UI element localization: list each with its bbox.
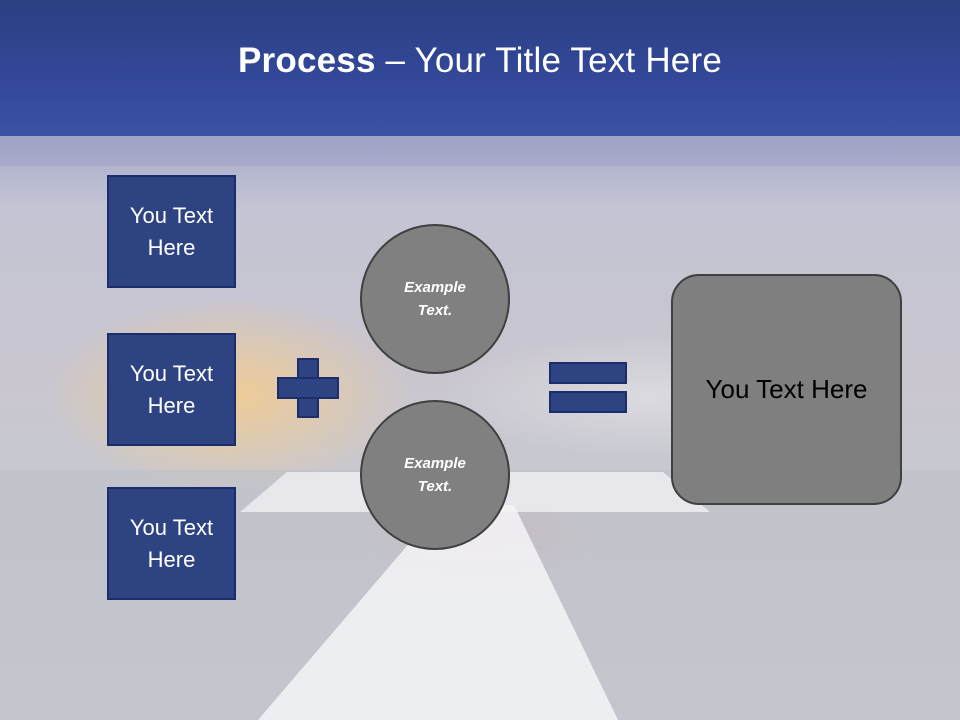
left-box-2-line1: You Text [129,360,214,386]
left-box-2-line2: Here [147,392,196,418]
left-box-1-line1: You Text [129,202,214,228]
left-text-box-1[interactable]: You Text Here [107,175,236,288]
left-text-box-label: You Text Here [130,200,213,264]
example-circle-label: Example Text. [404,452,466,498]
left-text-box-2[interactable]: You Text Here [107,333,236,446]
left-box-1-line2: Here [147,234,196,260]
plus-icon-center [299,379,317,397]
result-text: You Text Here [705,374,868,404]
result-text-box[interactable]: You Text Here [671,274,902,505]
equals-icon-top-bar [549,362,627,384]
title-rest-part: – Your Title Text Here [375,41,722,80]
left-box-3-line2: Here [147,546,196,572]
example-circle-1[interactable]: Example Text. [360,224,510,374]
circle-2-line1: Example [404,455,466,472]
equals-icon-bottom-bar [549,391,627,413]
example-circle-2[interactable]: Example Text. [360,400,510,550]
title-bold-part: Process [238,41,376,80]
left-text-box-label: You Text Here [130,358,213,422]
circle-1-line1: Example [404,279,466,296]
left-text-box-label: You Text Here [130,512,213,576]
left-box-3-line1: You Text [129,514,214,540]
circle-1-line2: Text. [417,302,453,319]
circle-2-line2: Text. [417,478,453,495]
background-band [0,136,960,166]
example-circle-label: Example Text. [404,276,466,322]
title-bar: Process – Your Title Text Here [0,0,960,136]
slide-title: Process – Your Title Text Here [238,41,722,81]
left-text-box-3[interactable]: You Text Here [107,487,236,600]
